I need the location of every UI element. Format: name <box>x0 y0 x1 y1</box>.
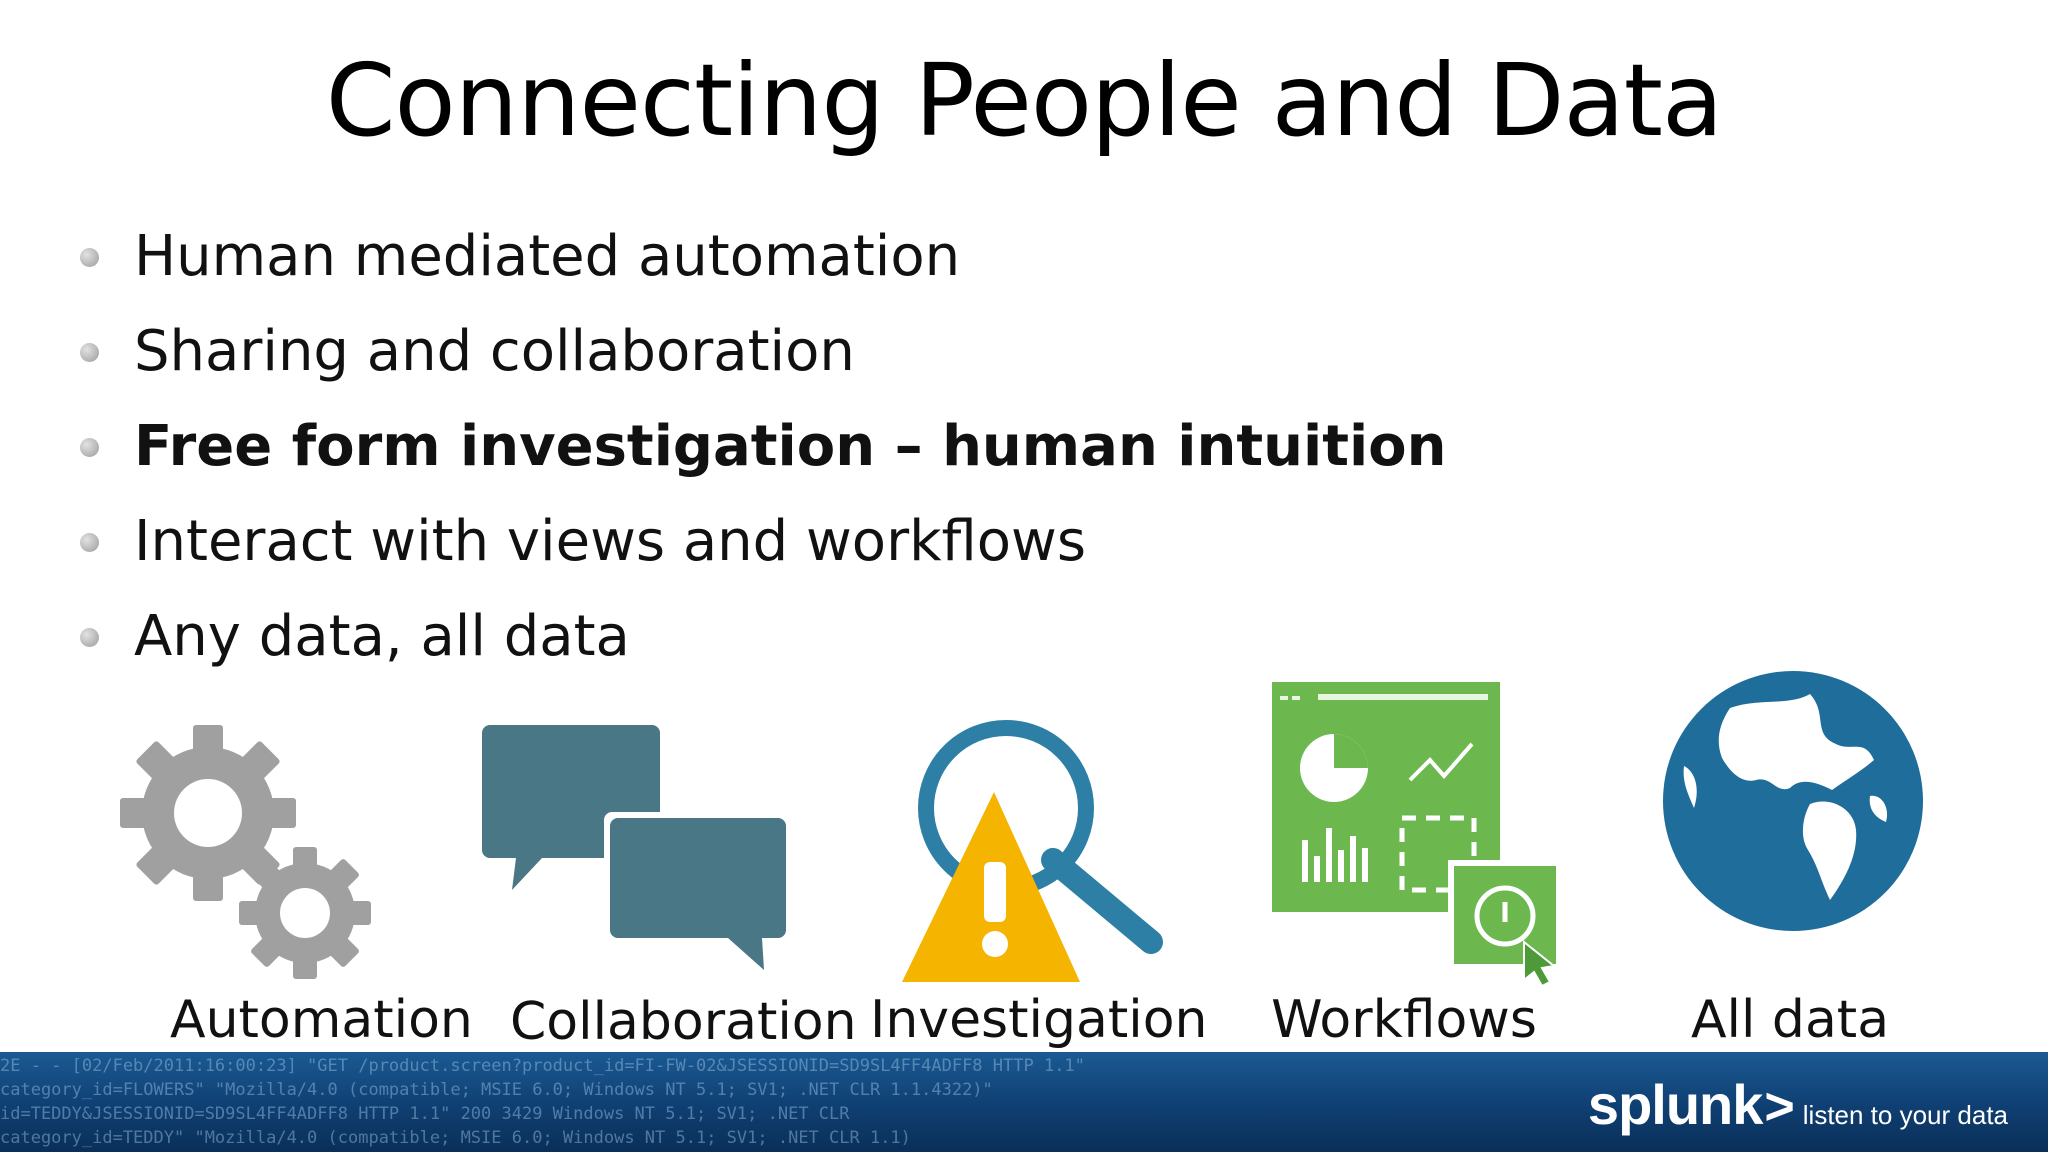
gears-icon <box>120 725 371 979</box>
bullet-list: Human mediated automation Sharing and co… <box>80 222 1447 697</box>
bullet-item-highlighted: Free form investigation – human intuitio… <box>80 412 1447 507</box>
globe-icon <box>1663 671 1923 931</box>
bullet-dot-icon <box>80 343 99 362</box>
log-line: id=TEDDY&JSESSIONID=SD9SL4FF4ADFF8 HTTP … <box>0 1104 850 1124</box>
bullet-dot-icon <box>80 248 99 267</box>
collaboration-label: Collaboration <box>510 992 857 1052</box>
workflows-label: Workflows <box>1271 990 1537 1050</box>
log-line: 2E - - [02/Feb/2011:16:00:23] "GET /prod… <box>0 1056 1085 1076</box>
bullet-text: Sharing and collaboration <box>134 319 855 384</box>
investigation-label: Investigation <box>870 990 1208 1050</box>
bullet-item: Sharing and collaboration <box>80 317 1447 412</box>
bullet-item: Interact with views and workflows <box>80 507 1447 602</box>
splunk-logo: splunk > listen to your data <box>1588 1072 2008 1137</box>
footer-banner: 2E - - [02/Feb/2011:16:00:23] "GET /prod… <box>0 1052 2048 1152</box>
chevron-right-icon: > <box>1764 1078 1795 1136</box>
log-line: category_id=TEDDY" "Mozilla/4.0 (compati… <box>0 1128 911 1148</box>
automation-label: Automation <box>170 990 473 1050</box>
all-data-label: All data <box>1690 990 1890 1050</box>
brand-name: splunk <box>1587 1073 1763 1136</box>
bullet-item: Human mediated automation <box>80 222 1447 317</box>
bullet-text: Human mediated automation <box>134 224 961 289</box>
footer-log-text: 2E - - [02/Feb/2011:16:00:23] "GET /prod… <box>0 1052 1100 1152</box>
log-line: category_id=FLOWERS" "Mozilla/4.0 (compa… <box>0 1080 993 1100</box>
bullet-item: Any data, all data <box>80 602 1447 697</box>
bullet-text: Any data, all data <box>134 604 630 669</box>
bullet-text: Free form investigation – human intuitio… <box>134 414 1447 479</box>
bullet-dot-icon <box>80 533 99 552</box>
brand-tagline: listen to your data <box>1802 1100 2008 1130</box>
slide-title: Connecting People and Data <box>325 42 1724 159</box>
bullet-dot-icon <box>80 628 99 647</box>
speech-bubbles-icon <box>482 725 790 978</box>
dashboard-icon <box>1272 682 1562 986</box>
magnifier-warning-icon <box>902 720 1163 982</box>
bullet-text: Interact with views and workflows <box>134 509 1087 574</box>
bullet-dot-icon <box>80 438 99 457</box>
